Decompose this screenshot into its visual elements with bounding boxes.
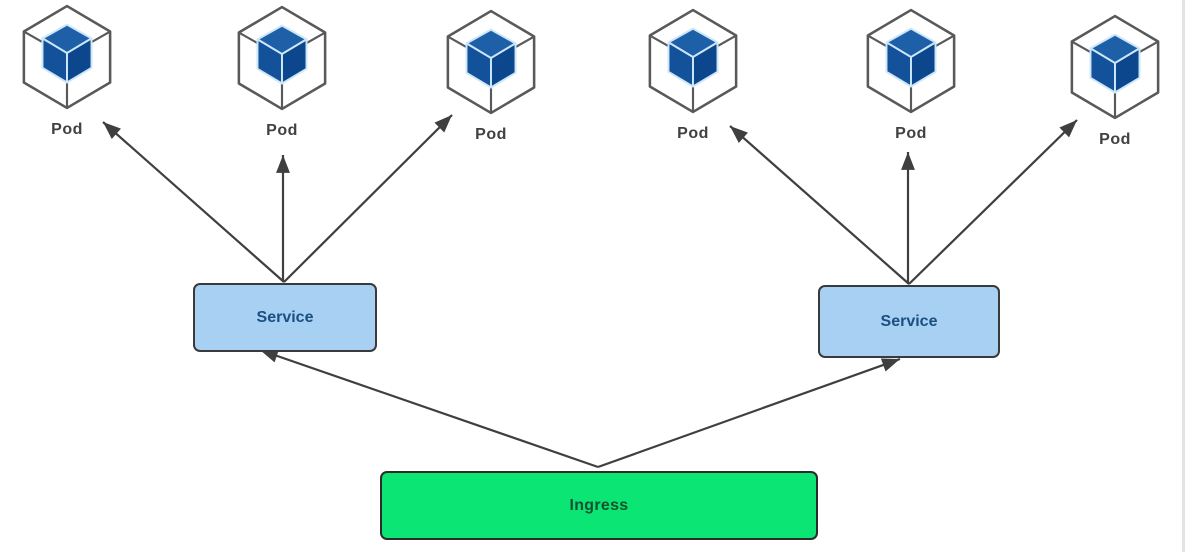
service-node-1: Service [193, 283, 377, 352]
pod-label: Pod [677, 125, 709, 142]
pod-cube-icon [1066, 13, 1164, 121]
arrow-service1-pod1 [102, 121, 285, 283]
pod-label: Pod [895, 125, 927, 142]
pod-node-3: Pod [442, 8, 540, 144]
pod-cube-icon [862, 7, 960, 115]
pod-node-4: Pod [644, 7, 742, 143]
pod-node-2: Pod [233, 4, 331, 140]
service-label: Service [256, 308, 314, 326]
arrow-ingress-service1 [259, 348, 599, 469]
pod-node-5: Pod [862, 7, 960, 143]
pod-node-1: Pod [18, 3, 116, 139]
arrow-service2-pod6 [908, 119, 1078, 285]
pod-node-6: Pod [1066, 13, 1164, 149]
pod-cube-icon [442, 8, 540, 116]
arrow-ingress-service2 [597, 357, 901, 469]
ingress-node: Ingress [380, 471, 818, 540]
pod-label: Pod [1099, 131, 1131, 148]
arrow-service2-pod4 [729, 125, 910, 285]
pod-cube-icon [233, 4, 331, 112]
pod-cube-icon [644, 7, 742, 115]
ingress-label: Ingress [569, 496, 629, 514]
page-edge-line [1182, 0, 1185, 552]
service-node-2: Service [818, 285, 1000, 358]
arrow-service1-pod3 [283, 114, 453, 283]
pod-label: Pod [475, 126, 507, 143]
pod-label: Pod [266, 122, 298, 139]
service-label: Service [880, 312, 938, 330]
pod-label: Pod [51, 121, 83, 138]
pod-cube-icon [18, 3, 116, 111]
